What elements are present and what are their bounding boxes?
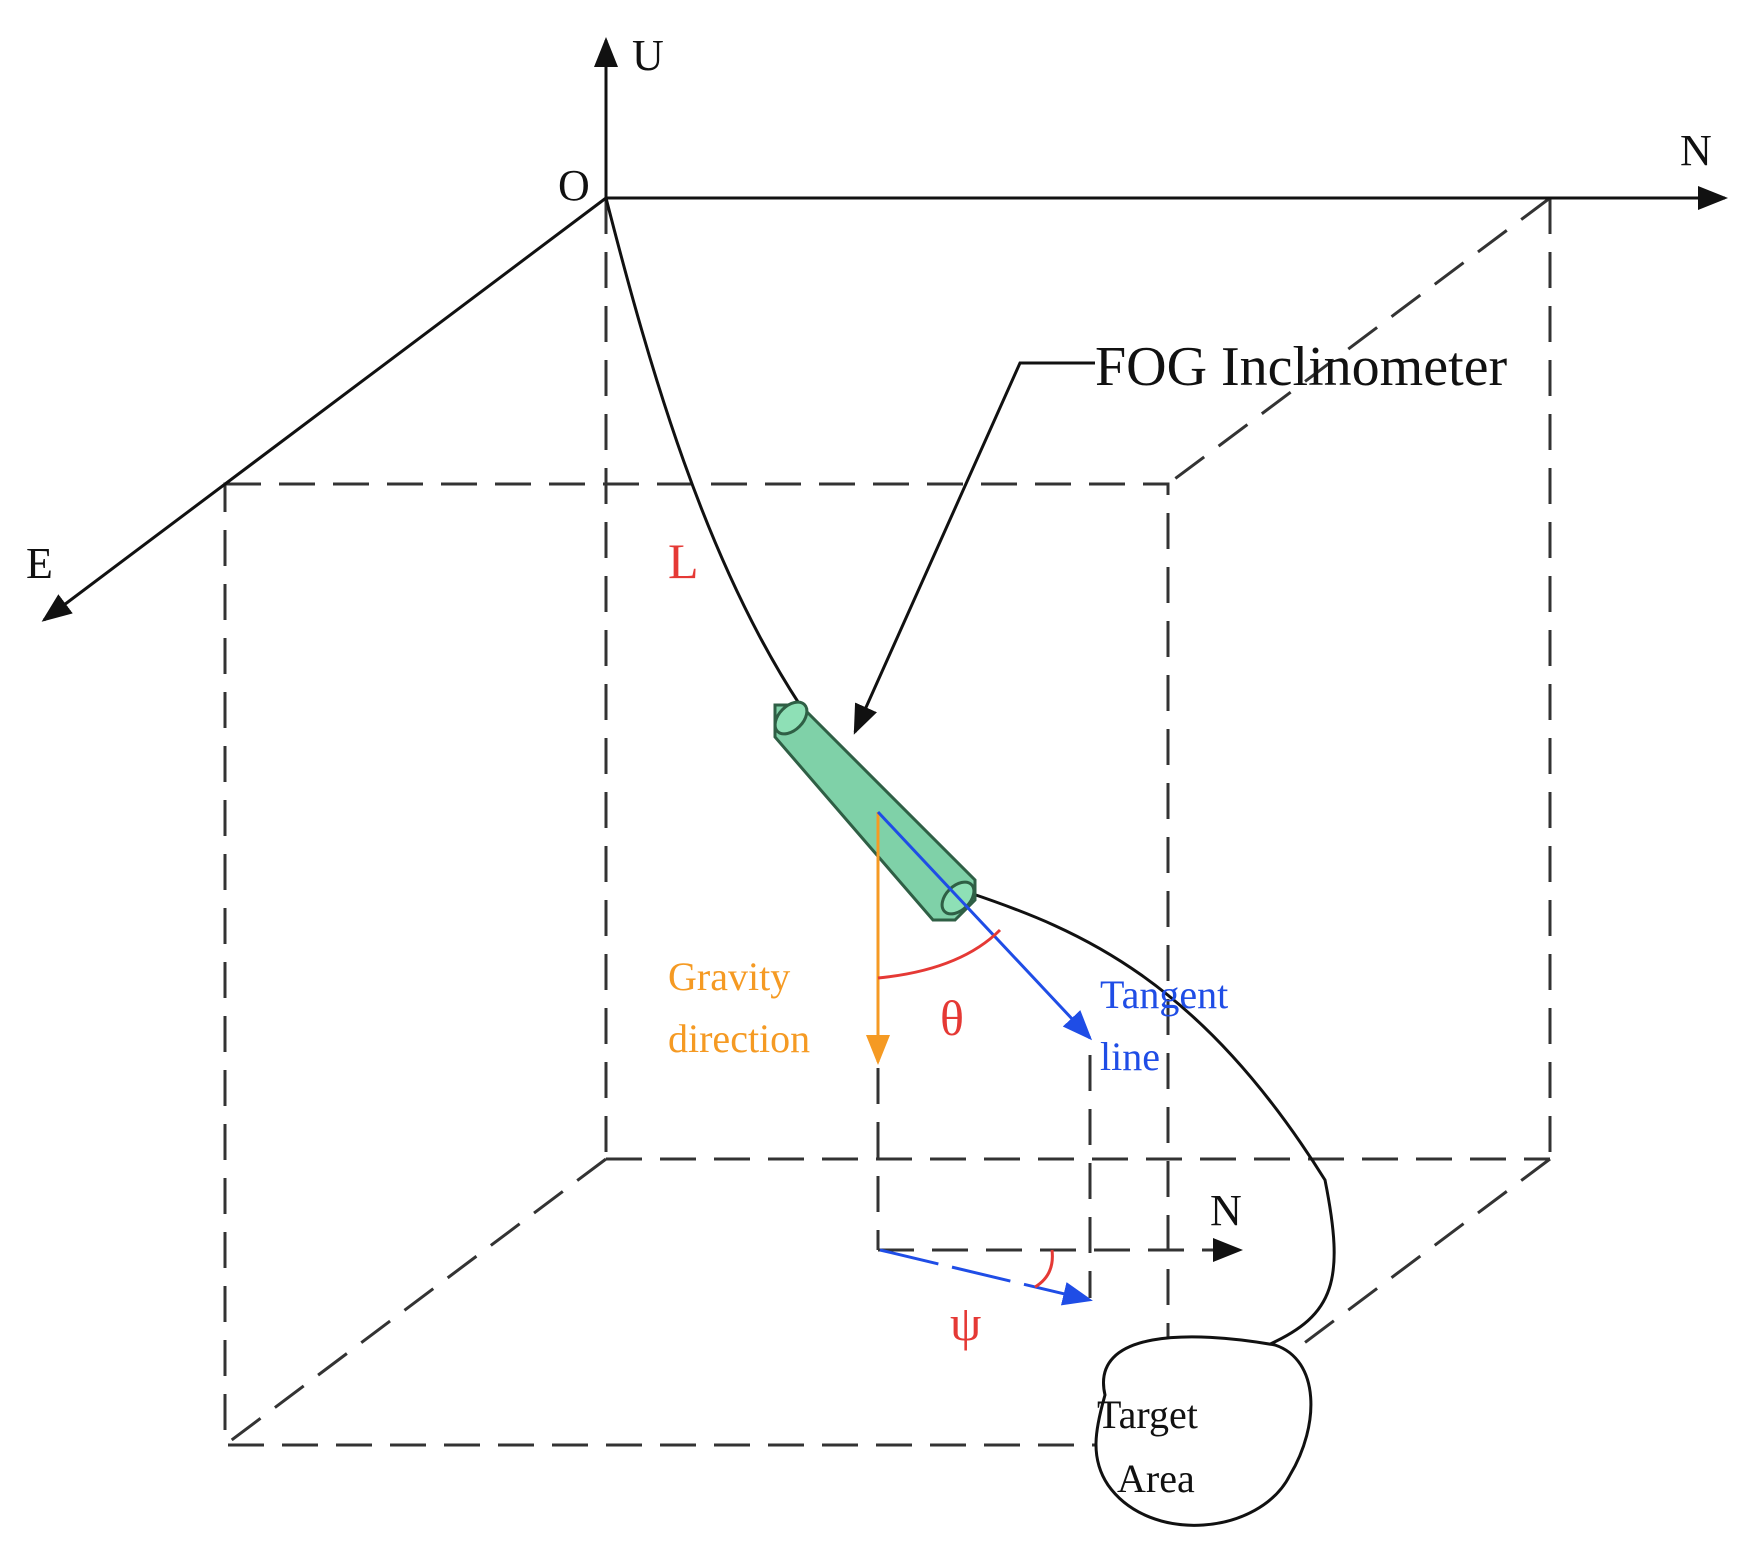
length-symbol-label: L xyxy=(668,533,699,589)
origin-label: O xyxy=(558,161,590,210)
inclinometer-body xyxy=(773,703,977,922)
bottom-north-label: N xyxy=(1210,1186,1242,1235)
psi-arc xyxy=(1034,1249,1054,1289)
target-area-outline xyxy=(1094,1335,1313,1527)
borehole-trajectory xyxy=(604,197,1336,1347)
azimuth-projection-arrow xyxy=(879,1248,1093,1306)
tangent-line-arrow xyxy=(876,810,1093,1041)
axis-e-label: E xyxy=(26,539,53,588)
target-label-line2: Area xyxy=(1117,1456,1195,1501)
coordinate-axes xyxy=(41,37,1728,622)
instrument-label: FOG Inclinometer xyxy=(1095,336,1507,398)
box-edge-bottom-left xyxy=(224,1157,607,1447)
tangent-label-line1: Tangent xyxy=(1100,972,1228,1017)
theta-label: θ xyxy=(940,990,964,1046)
tangent-label-line2: line xyxy=(1100,1034,1160,1079)
projection-lines xyxy=(876,1055,1243,1298)
axis-n-label: N xyxy=(1680,126,1712,175)
gravity-label-line2: direction xyxy=(668,1016,810,1061)
axis-u-label: U xyxy=(632,31,664,80)
gravity-label-line1: Gravity xyxy=(668,954,790,999)
box-edge-top-right xyxy=(1167,196,1551,486)
inclinometer-top-cap xyxy=(773,700,809,736)
axis-e-arrow xyxy=(41,196,607,622)
theta-arc xyxy=(877,928,1002,980)
target-label-line1: Target xyxy=(1097,1392,1198,1437)
psi-label: ψ xyxy=(950,1295,981,1351)
inclinometer-pointer xyxy=(853,361,1095,735)
